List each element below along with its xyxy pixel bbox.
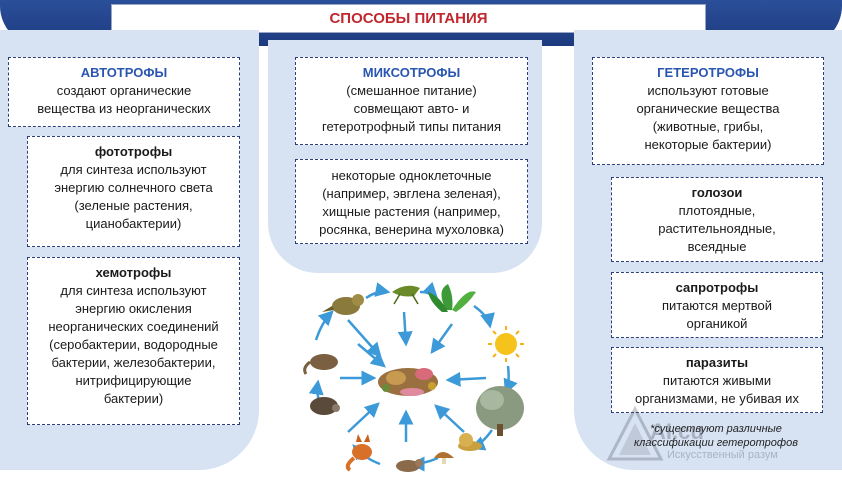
chemotrophs-line: неорганических соединений <box>48 319 219 334</box>
mixotrophs-desc-line: (смешанное питание) <box>346 83 477 98</box>
parasites-line: питаются живыми <box>662 373 772 388</box>
watermark: AI.cu Искусственный разум <box>605 405 842 475</box>
nutrition-cycle-illustration <box>303 282 524 472</box>
autotrophs-card: АВТОТРОФЫ создают органические вещества … <box>8 57 240 127</box>
snail-icon <box>458 433 482 451</box>
parasites-card: паразиты питаются живыми организмами, не… <box>611 347 823 413</box>
chemotrophs-line: бактерии, железобактерии, <box>51 355 216 370</box>
autotrophs-desc-line: вещества из неорганических <box>37 101 211 116</box>
phototrophs-line: для синтеза используют <box>60 162 207 177</box>
footnote: *существуют различные классификации гете… <box>596 422 836 450</box>
mixotrophs-desc-line: гетеротрофный типы питания <box>321 119 501 134</box>
mixotroph-example-line: хищные растения (например, <box>322 204 501 219</box>
heterotrophs-heading: ГЕТЕРОТРОФЫ <box>657 65 759 80</box>
tree-icon <box>476 386 524 436</box>
mixotrophs-card: МИКСОТРОФЫ (смешанное питание) совмещают… <box>295 57 528 145</box>
heterotrophs-card: ГЕТЕРОТРОФЫ используют готовые органичес… <box>592 57 824 165</box>
phototrophs-line: энергию солнечного света <box>54 180 213 195</box>
saprotrophs-card: сапротрофы питаются мертвой органикой <box>611 272 823 338</box>
chemotrophs-line: энергию окисления <box>75 301 192 316</box>
holozoa-heading: голозои <box>691 185 743 200</box>
saprotrophs-line: питаются мертвой <box>661 298 773 313</box>
mixotroph-example-line: некоторые одноклеточные <box>331 168 492 183</box>
footnote-line: *существуют различные <box>650 423 782 435</box>
mixotrophs-desc-line: совмещают авто- и <box>353 101 470 116</box>
mixotroph-example-line: росянка, венерина мухоловка) <box>319 222 504 237</box>
mouse-icon <box>396 459 423 472</box>
heterotrophs-desc-line: используют готовые <box>647 83 769 98</box>
heterotrophs-desc-line: некоторые бактерии) <box>644 137 772 152</box>
saprotrophs-line: органикой <box>686 316 748 331</box>
bird-icon <box>322 294 364 315</box>
chemotrophs-line: нитрифицирующие <box>75 373 192 388</box>
heterotrophs-desc-line: (животные, грибы, <box>652 119 764 134</box>
hedgehog-icon <box>310 397 340 415</box>
phototrophs-line: цианобактерии) <box>85 216 182 231</box>
phototrophs-heading: фототрофы <box>94 144 173 159</box>
mushroom-icon <box>434 452 454 464</box>
holozoa-line: растительноядные, <box>658 221 776 236</box>
grasshopper-icon <box>392 285 420 305</box>
holozoa-card: голозои плотоядные, растительноядные, вс… <box>611 177 823 262</box>
chemotrophs-line: (серобактерии, водородные <box>49 337 218 352</box>
chemotrophs-heading: хемотрофы <box>95 265 172 280</box>
decomposers-icon <box>378 368 438 396</box>
watermark-text: AI.cu <box>650 419 704 444</box>
plant-icon <box>428 284 476 312</box>
phototrophs-line: (зеленые растения, <box>74 198 193 213</box>
chemotrophs-line: бактерии) <box>103 391 164 406</box>
mixotrophs-heading: МИКСОТРОФЫ <box>362 65 461 80</box>
lizard-icon <box>303 354 338 375</box>
chemotrophs-line: для синтеза используют <box>60 283 207 298</box>
autotrophs-heading: АВТОТРОФЫ <box>80 65 168 80</box>
chemotrophs-card: хемотрофы для синтеза используют энергию… <box>27 257 240 425</box>
parasites-line: организмами, не убивая их <box>635 391 799 406</box>
heterotrophs-desc-line: органические вещества <box>636 101 780 116</box>
phototrophs-card: фототрофы для синтеза используют энергию… <box>27 136 240 247</box>
watermark-logo-icon <box>606 405 664 461</box>
center-arrows <box>340 311 487 442</box>
parasites-heading: паразиты <box>685 355 749 370</box>
mixotroph-examples-card: некоторые одноклеточные (например, эвгле… <box>295 159 528 244</box>
saprotrophs-heading: сапротрофы <box>675 280 759 295</box>
sun-icon <box>488 326 524 362</box>
footnote-line: классификации гетеротрофов <box>633 437 799 449</box>
holozoa-line: плотоядные, <box>678 203 756 218</box>
mixotroph-example-line: (например, эвглена зеленая), <box>322 186 501 201</box>
holozoa-line: всеядные <box>687 239 747 254</box>
watermark-subtext: Искусственный разум <box>667 449 778 461</box>
page-title: СПОСОБЫ ПИТАНИЯ <box>111 4 706 33</box>
autotrophs-desc-line: создают органические <box>56 83 192 98</box>
fox-icon <box>345 434 372 472</box>
